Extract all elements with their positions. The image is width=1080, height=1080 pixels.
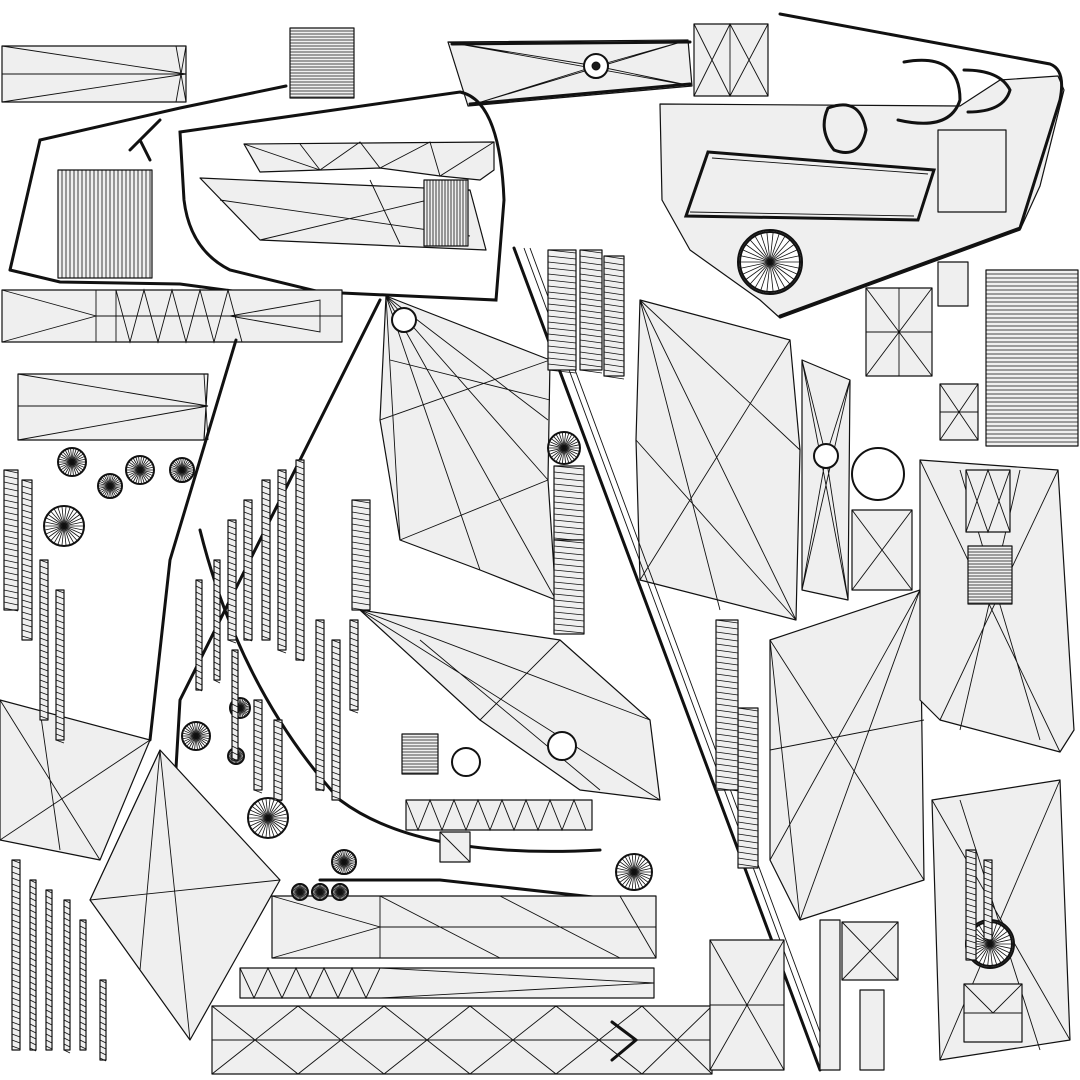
uv-island-right-mid-x	[801, 359, 905, 601]
uv-island-top-box	[693, 23, 769, 97]
uv-island-left-mid-block	[17, 373, 209, 441]
uv-island-central-large	[379, 295, 557, 601]
uv-island-right-center-large	[635, 299, 801, 621]
uv-island-thin-strips	[3, 249, 993, 1062]
uv-island-far-right-panel-a	[919, 459, 1075, 753]
uv-island-diagonal-sweeps	[148, 246, 835, 1072]
uv-island-hatch-block-a	[289, 27, 355, 99]
uv-island-bottom-strips	[211, 895, 713, 1075]
uv-island-center-frame	[178, 90, 506, 302]
uv-island-bottom-right-cluster	[709, 919, 899, 1071]
uv-island-top-left-strip	[1, 45, 187, 103]
uv-island-lower-left-large	[0, 699, 281, 1041]
uv-island-right-small-tiles	[851, 261, 969, 591]
uv-island-angled-bar	[447, 39, 693, 107]
uv-island-far-right-hatch	[937, 129, 1079, 447]
uv-island-center-lower	[359, 609, 661, 863]
uv-island-left-long-strip	[1, 288, 343, 344]
uv-island-far-right-panel-b	[931, 779, 1071, 1061]
uv-island-rosettes	[43, 231, 1013, 967]
uv-island-right-large	[769, 589, 925, 921]
